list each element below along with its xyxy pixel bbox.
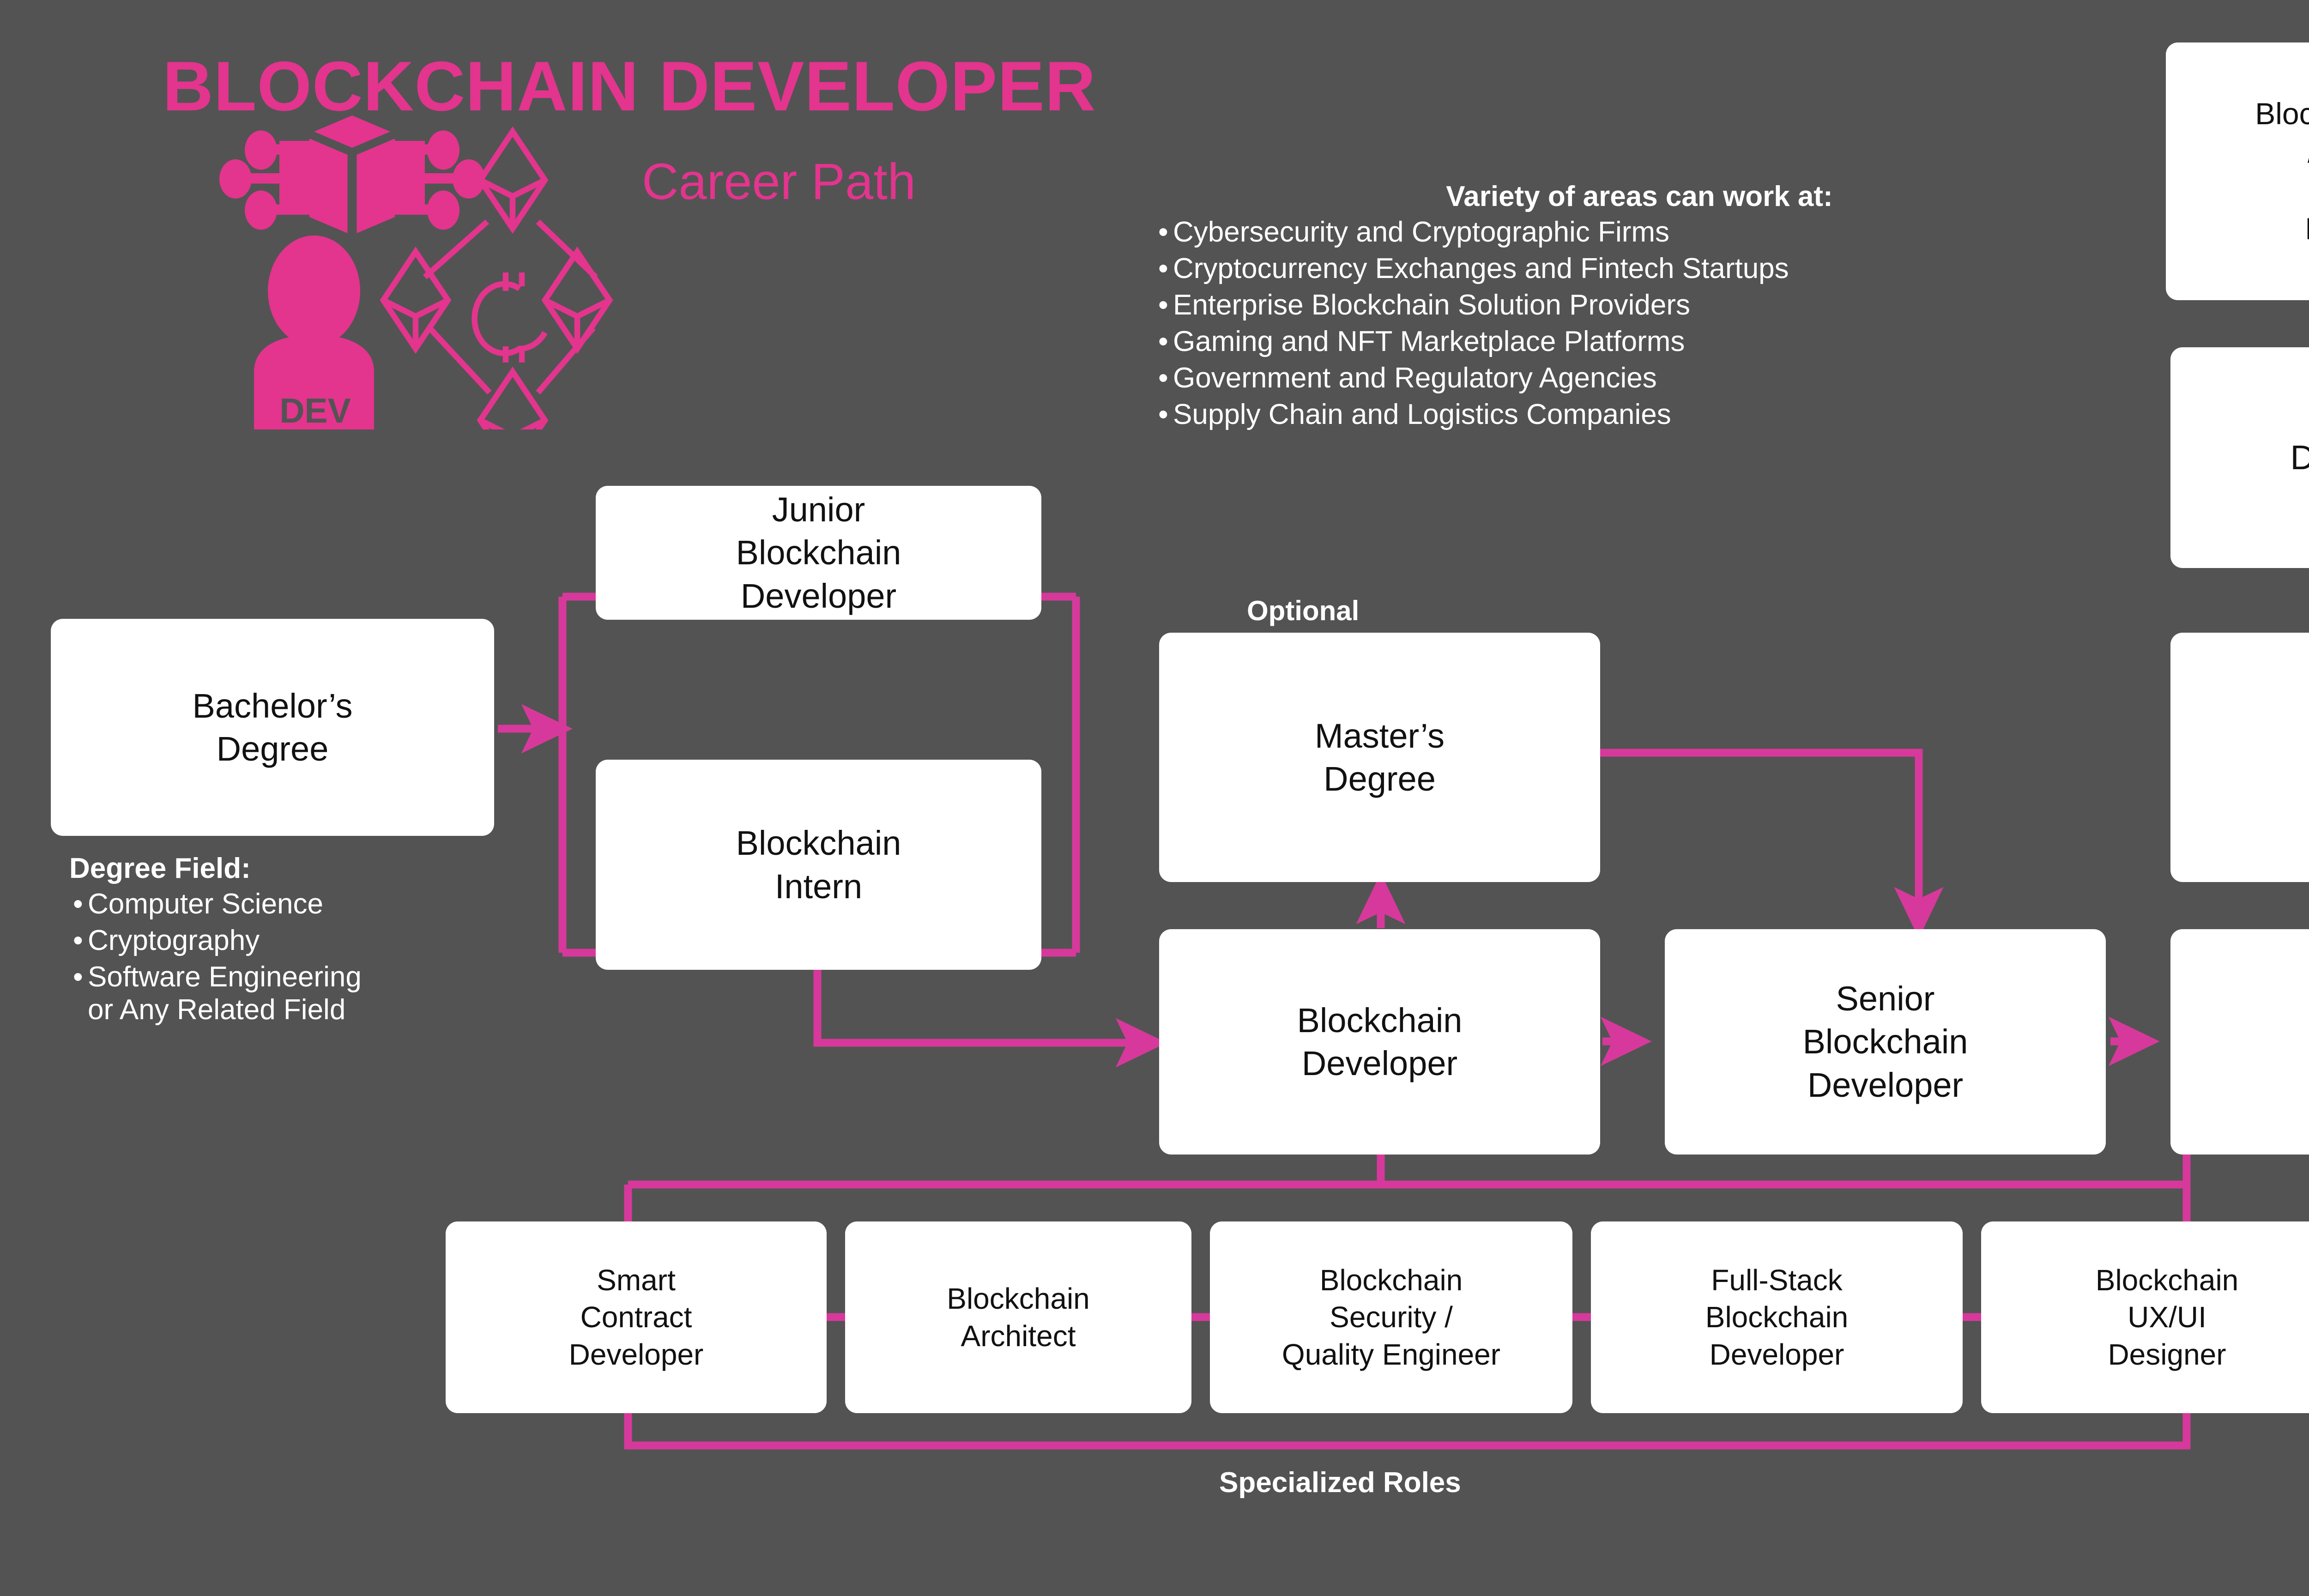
node-label: Full-Stack Blockchain Developer (1705, 1263, 1849, 1371)
node-blockchain-developer[interactable]: Blockchain Developer (1159, 929, 1600, 1155)
list-item: Supply Chain and Logistics Companies (1154, 398, 2124, 431)
node-blockchain-director[interactable]: Blockchain Director / Director of Blockc… (2166, 42, 2309, 300)
areas-panel-list: Cybersecurity and Cryptographic Firms Cr… (1154, 216, 2124, 431)
blockchain-developer-illustration: DEV (219, 115, 613, 429)
list-item: Computer Science (69, 888, 623, 920)
degree-field-panel: Degree Field: Computer Science Cryptogra… (69, 852, 623, 1030)
node-label: Blockchain Security / Quality Engineer (1281, 1263, 1501, 1371)
optional-label: Optional (1247, 595, 1360, 626)
page-subtitle: Career Path (642, 153, 916, 210)
list-item: Cryptocurrency Exchanges and Fintech Sta… (1154, 252, 2124, 285)
node-label: Blockchain Development Manager (2179, 393, 2309, 522)
list-item: Enterprise Blockchain Solution Providers (1154, 289, 2124, 321)
node-label: Blockchain Director / Director of Blockc… (2255, 96, 2309, 246)
page-title: BLOCKCHAIN DEVELOPER (163, 47, 1096, 126)
wire-right-bracket (1041, 592, 1080, 957)
list-item: Software Engineering or Any Related Fiel… (69, 961, 623, 1026)
node-label: Blockchain UX/UI Designer (2095, 1263, 2239, 1371)
node-blockchain-architect[interactable]: Blockchain Architect (845, 1221, 1191, 1413)
specialized-roles-label: Specialized Roles (1219, 1467, 1461, 1499)
node-blockchain-intern[interactable]: Blockchain Intern (596, 760, 1041, 970)
wire-specialized-bottom-rail (624, 1411, 2191, 1450)
node-blockchain-software-engineer[interactable]: Blockchain Software Engineer (2170, 929, 2309, 1155)
node-senior-blockchain-developer[interactable]: Senior Blockchain Developer (1665, 929, 2106, 1155)
areas-panel-heading: Variety of areas can work at: (1446, 181, 1833, 212)
node-label: Blockchain Security Specialist (2179, 693, 2309, 822)
node-masters-degree[interactable]: Master’s Degree (1159, 633, 1600, 882)
node-blockchain-development-manager[interactable]: Blockchain Development Manager (2170, 347, 2309, 568)
list-item: Government and Regulatory Agencies (1154, 362, 2124, 394)
svg-text:DEV: DEV (279, 391, 351, 429)
node-label: Master’s Degree (1314, 716, 1445, 798)
node-fullstack-blockchain-developer[interactable]: Full-Stack Blockchain Developer (1591, 1221, 1963, 1413)
node-label: Bachelor’s Degree (192, 686, 353, 768)
areas-panel: Variety of areas can work at: Cybersecur… (1154, 180, 2124, 435)
node-label: Senior Blockchain Developer (1802, 979, 1968, 1104)
node-label: Blockchain Developer (1297, 1001, 1463, 1082)
node-label: Blockchain Intern (736, 824, 901, 906)
node-blockchain-security-quality-engineer[interactable]: Blockchain Security / Quality Engineer (1210, 1221, 1572, 1413)
list-item: Cybersecurity and Cryptographic Firms (1154, 216, 2124, 248)
node-label: Smart Contract Developer (568, 1263, 704, 1371)
wire-masters-to-senior (1600, 749, 1944, 938)
node-label: Blockchain Software Engineer (2179, 977, 2309, 1106)
node-blockchain-uxui-designer[interactable]: Blockchain UX/UI Designer (1981, 1221, 2309, 1413)
node-bachelors-degree[interactable]: Bachelor’s Degree (51, 619, 494, 836)
list-item: Cryptography (69, 924, 623, 957)
list-item: Gaming and NFT Marketplace Platforms (1154, 325, 2124, 358)
node-label: Junior Blockchain Developer (736, 490, 901, 615)
node-blockchain-security-specialist[interactable]: Blockchain Security Specialist (2170, 633, 2309, 882)
wire-intern-to-developer (813, 970, 1167, 1068)
degree-field-heading: Degree Field: (69, 852, 251, 884)
node-label: Blockchain Architect (947, 1282, 1090, 1353)
node-junior-blockchain-developer[interactable]: Junior Blockchain Developer (596, 486, 1041, 620)
node-smart-contract-developer[interactable]: Smart Contract Developer (446, 1221, 827, 1413)
degree-field-list: Computer Science Cryptography Software E… (69, 888, 623, 1026)
